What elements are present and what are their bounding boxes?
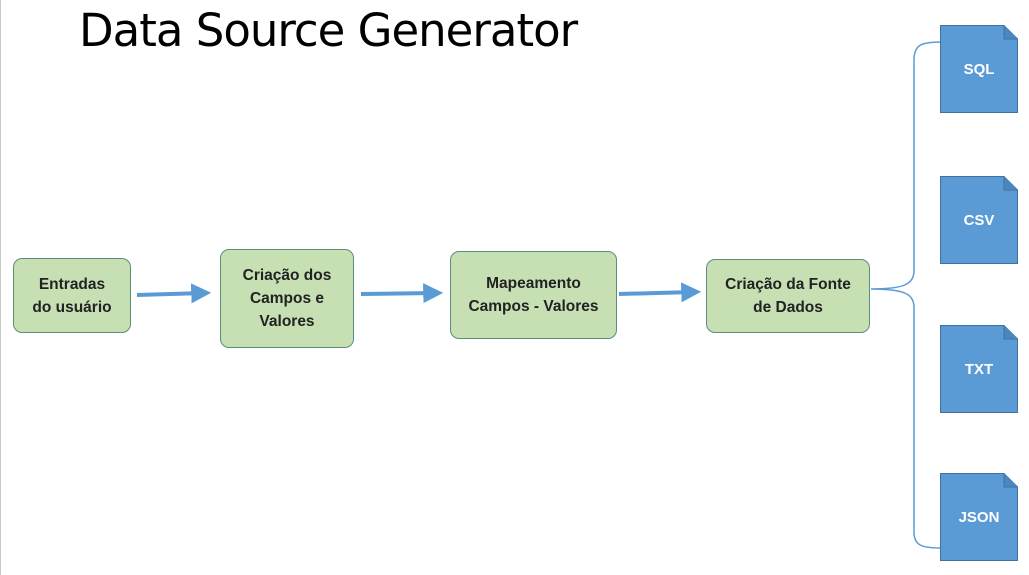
output-doc-csv: CSV [940,176,1018,264]
flow-arrow-2 [360,283,444,304]
step-entradas-do-usuario: Entradas do usuário [13,258,131,333]
flow-arrow-1 [136,283,212,304]
step-label-line: Valores [259,313,315,330]
step-label-line: Criação da Fonte [725,276,851,293]
step-label: Entradas do usuário [32,273,111,319]
slide-title: Data Source Generator [79,4,578,57]
output-doc-json: JSON [940,473,1018,561]
step-label: Criação dos Campos e Valores [243,264,332,333]
output-brace [870,41,942,549]
step-mapeamento-campos-valores: Mapeamento Campos - Valores [450,251,617,339]
output-doc-txt: TXT [940,325,1018,413]
document-icon [940,325,1018,413]
step-criacao-fonte-de-dados: Criação da Fonte de Dados [706,259,870,333]
output-doc-sql: SQL [940,25,1018,113]
flow-arrow-3 [618,282,702,303]
step-label-line: Campos e [249,290,325,307]
document-icon [940,473,1018,561]
output-doc-label: CSV [963,211,995,229]
output-doc-label: SQL [963,60,995,78]
step-label-line: Mapeamento [486,275,581,292]
step-criacao-campos-valores: Criação dos Campos e Valores [220,249,354,348]
step-label: Mapeamento Campos - Valores [468,272,598,318]
output-doc-label: TXT [964,360,994,378]
step-label-line: do usuário [32,298,112,316]
document-icon [940,176,1018,264]
step-label-line: de Dados [753,299,823,316]
step-label: Criação da Fonte de Dados [725,273,851,319]
document-icon [940,25,1018,113]
step-label-line: Criação dos [242,267,332,284]
step-label-line: Entradas [38,275,106,293]
output-doc-label: JSON [958,508,1000,526]
step-label-line: Campos - Valores [468,298,599,315]
